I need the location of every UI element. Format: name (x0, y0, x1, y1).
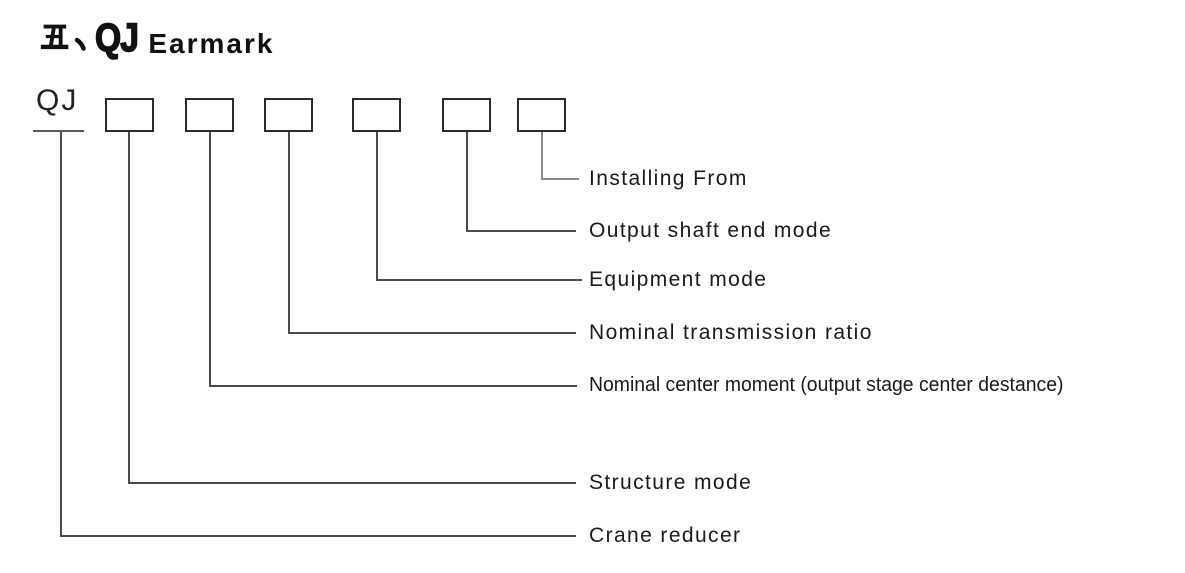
connector-equipment-mode (376, 132, 582, 281)
code-box-5 (442, 98, 491, 132)
label-equipment-mode: Equipment mode (589, 268, 768, 291)
title-model-code: QJ (94, 16, 139, 61)
label-structure-mode: Structure mode (589, 471, 753, 494)
label-installing-from: Installing From (589, 167, 748, 190)
title-label: Earmark (148, 27, 275, 59)
page-title: QJ Earmark (37, 16, 275, 61)
code-prefix-label: QJ (36, 84, 79, 117)
connector-installing-from (541, 132, 579, 180)
connector-nominal-center-moment (209, 132, 577, 387)
label-nominal-center-moment: Nominal center moment (output stage cent… (589, 374, 1064, 396)
connector-nominal-transmission-ratio (288, 132, 576, 334)
label-output-shaft-end-mode: Output shaft end mode (589, 219, 833, 242)
code-box-2 (185, 98, 234, 132)
code-box-4 (352, 98, 401, 132)
wu-character-icon (40, 24, 69, 50)
code-prefix-underline (33, 130, 84, 132)
connector-structure-mode (128, 132, 576, 484)
connector-output-shaft-end-mode (466, 132, 576, 232)
code-box-1 (105, 98, 154, 132)
label-nominal-transmission-ratio: Nominal transmission ratio (589, 321, 873, 344)
connector-crane-reducer (60, 132, 576, 537)
ideographic-comma-icon (74, 37, 86, 51)
code-box-3 (264, 98, 313, 132)
code-box-6 (517, 98, 566, 132)
label-crane-reducer: Crane reducer (589, 524, 742, 547)
